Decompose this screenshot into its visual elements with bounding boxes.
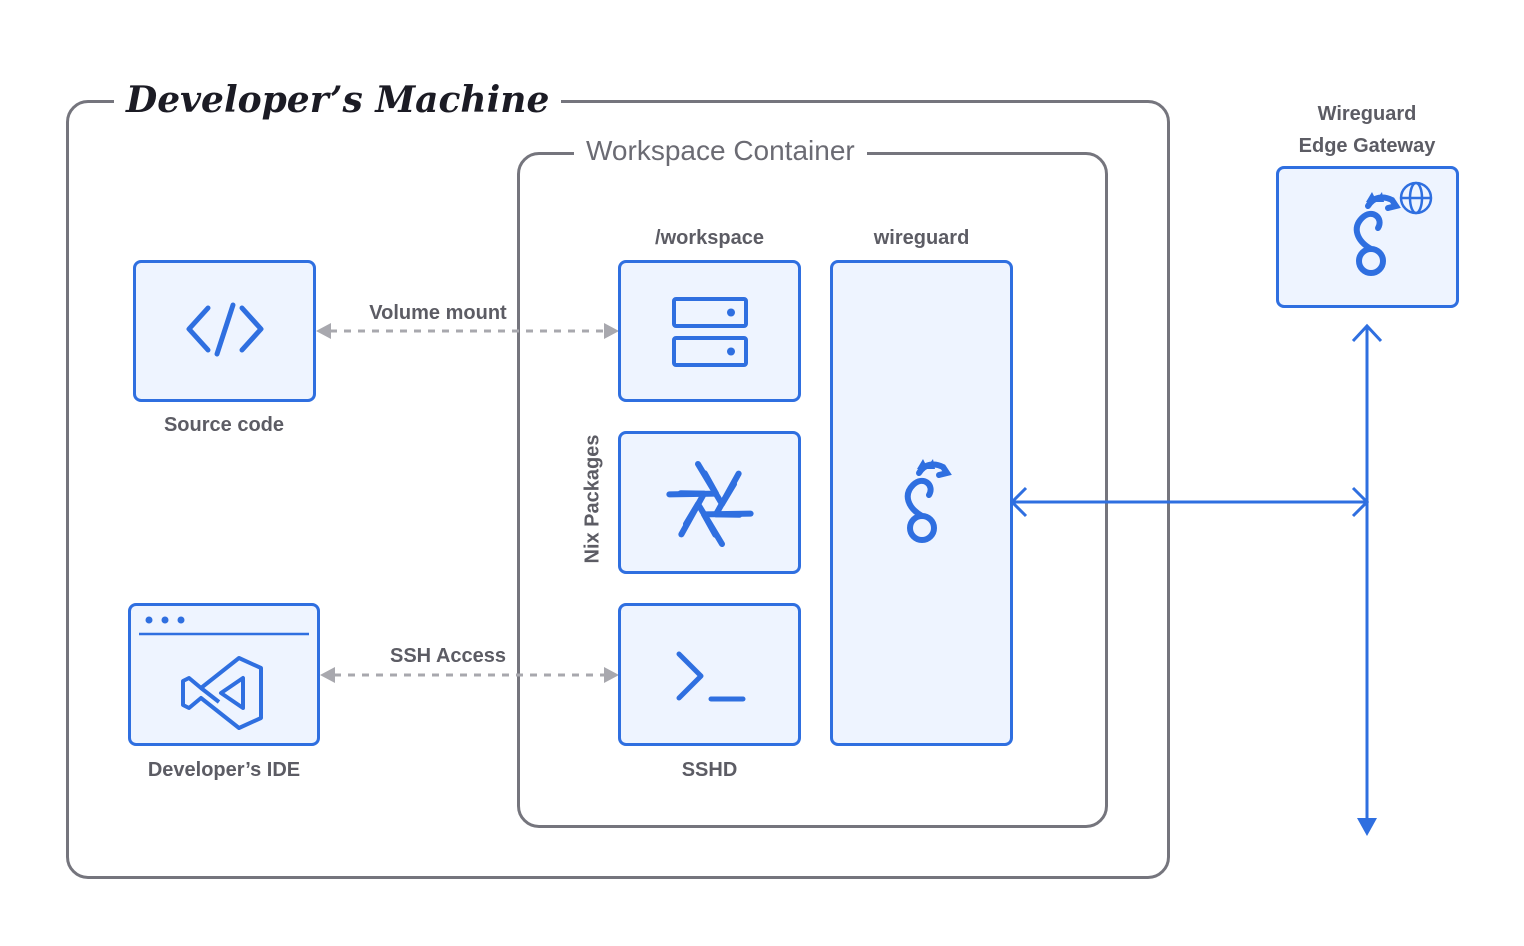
workspace-container-title: Workspace Container	[574, 133, 867, 169]
source-code-node	[133, 260, 316, 402]
wireguard-dragon-icon	[904, 459, 952, 543]
volume-mount-label: Volume mount	[369, 302, 507, 324]
developer-ide-node	[128, 603, 320, 746]
workspace-label: /workspace	[655, 227, 764, 249]
wireguard-node	[830, 260, 1013, 746]
sshd-node	[618, 603, 801, 746]
nix-snowflake-icon	[666, 461, 754, 547]
wireguard-globe-icon	[1353, 181, 1433, 276]
gateway-vertical-connector	[1351, 323, 1383, 836]
tunnel-connector	[1009, 486, 1370, 518]
gateway-label-line1: Wireguard	[1317, 103, 1417, 125]
volume-mount-connector	[316, 323, 619, 339]
edge-gateway-node	[1276, 166, 1459, 308]
developer-ide-label: Developer’s IDE	[147, 759, 301, 781]
terminal-icon	[676, 651, 746, 702]
source-code-label: Source code	[163, 414, 285, 436]
storage-icon	[672, 297, 748, 367]
nix-packages-node	[618, 431, 801, 574]
developer-machine-title: Developer’s Machine	[114, 76, 562, 124]
vscode-icon	[139, 616, 309, 730]
nix-packages-label: Nix Packages	[581, 434, 604, 564]
workspace-node	[618, 260, 801, 402]
code-icon	[186, 302, 264, 357]
developer-machine-frame	[66, 100, 1170, 879]
ssh-access-label: SSH Access	[390, 645, 506, 667]
wireguard-label: wireguard	[873, 227, 970, 249]
ssh-access-connector	[320, 667, 619, 683]
sshd-label: SSHD	[681, 759, 738, 781]
gateway-label-line2: Edge Gateway	[1298, 135, 1436, 157]
